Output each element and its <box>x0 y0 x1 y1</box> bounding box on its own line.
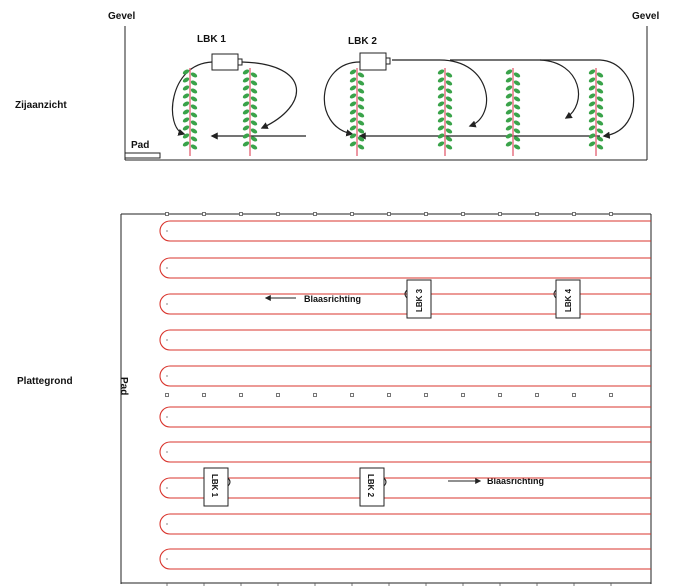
post-marker <box>202 212 206 216</box>
lbk4-plan-unit: LBK 4 <box>553 279 581 319</box>
lbk2-plan-text: LBK 2 <box>366 474 375 498</box>
lbk-units-side <box>211 52 391 71</box>
post-marker <box>387 212 391 216</box>
post-marker <box>535 212 539 216</box>
post-marker <box>239 393 243 397</box>
post-marker <box>424 212 428 216</box>
plants <box>182 68 604 156</box>
blaasrichting-bottom-label: Blaasrichting <box>487 476 545 486</box>
pipe-loop <box>159 548 651 570</box>
lbk1-plan-unit: LBK 1 <box>203 467 231 507</box>
pad-side <box>124 152 161 159</box>
pipe-loop <box>159 477 651 499</box>
plan-view-frame <box>120 213 652 584</box>
pipe-loop <box>159 329 651 351</box>
plant <box>242 68 258 156</box>
post-marker <box>276 212 280 216</box>
pipe-loop <box>159 406 651 428</box>
pipe-loop <box>159 220 651 242</box>
post-marker <box>609 212 613 216</box>
lbk4-plan-text: LBK 4 <box>564 288 573 312</box>
plattegrond-label: Plattegrond <box>17 376 73 387</box>
post-marker <box>165 212 169 216</box>
post-marker <box>239 212 243 216</box>
lbk-units-plan: LBK 1 LBK 2 LBK 3 LBK 4 <box>203 279 581 507</box>
zijaanzicht-label: Zijaanzicht <box>15 100 67 111</box>
lbk1-side-unit <box>211 53 239 71</box>
blaasrichting-top-label: Blaasrichting <box>304 294 362 304</box>
plant <box>437 68 453 156</box>
post-marker <box>276 393 280 397</box>
lbk3-plan-text: LBK 3 <box>415 288 424 312</box>
post-marker <box>498 212 502 216</box>
plant <box>182 68 198 156</box>
post-marker <box>350 212 354 216</box>
plant <box>505 68 521 156</box>
pipe-loop <box>159 257 651 279</box>
heating-pipes <box>159 220 651 570</box>
lbk1-plan-text: LBK 1 <box>210 474 219 498</box>
side-view <box>124 26 648 161</box>
airflow-side <box>171 59 635 140</box>
plant <box>588 68 604 156</box>
post-marker <box>609 393 613 397</box>
post-marker <box>498 393 502 397</box>
lbk2-plan-unit: LBK 2 <box>359 467 387 507</box>
gevel-left-label: Gevel <box>108 11 136 22</box>
pipe-loop <box>159 365 651 387</box>
posts <box>165 212 613 586</box>
lbk2-side-unit <box>359 52 387 71</box>
pad-side-label: Pad <box>131 140 150 151</box>
post-marker <box>202 393 206 397</box>
post-marker <box>424 393 428 397</box>
post-marker <box>313 212 317 216</box>
pipe-loop <box>159 293 651 315</box>
post-marker <box>165 393 169 397</box>
post-marker <box>535 393 539 397</box>
lbk3-plan-unit: LBK 3 <box>404 279 432 319</box>
post-marker <box>387 393 391 397</box>
post-marker <box>350 393 354 397</box>
pipe-loop <box>159 513 651 535</box>
lbk1-side-label: LBK 1 <box>197 34 226 45</box>
post-marker <box>313 393 317 397</box>
lbk2-side-label: LBK 2 <box>348 36 377 47</box>
pipe-loop <box>159 441 651 463</box>
post-marker <box>461 393 465 397</box>
plant <box>349 68 365 156</box>
post-marker <box>572 212 576 216</box>
gevel-right-label: Gevel <box>632 11 660 22</box>
post-marker <box>572 393 576 397</box>
post-marker <box>461 212 465 216</box>
